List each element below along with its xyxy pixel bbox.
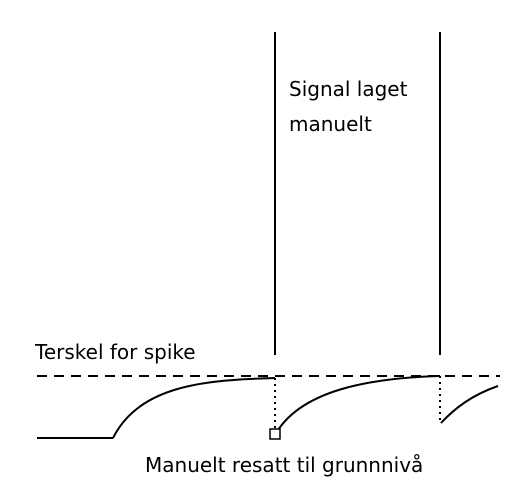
- reset-label: Manuelt resatt til grunnnivå: [145, 453, 424, 477]
- threshold-label: Terskel for spike: [35, 340, 196, 364]
- rising-curve-1: [112, 377, 276, 439]
- rising-curve-2: [274, 375, 441, 436]
- signal-label-line2: manuelt: [289, 112, 372, 136]
- signal-label-line1: Signal laget: [289, 77, 408, 101]
- rising-curve-3: [440, 385, 499, 424]
- reset-marker: [269, 428, 281, 440]
